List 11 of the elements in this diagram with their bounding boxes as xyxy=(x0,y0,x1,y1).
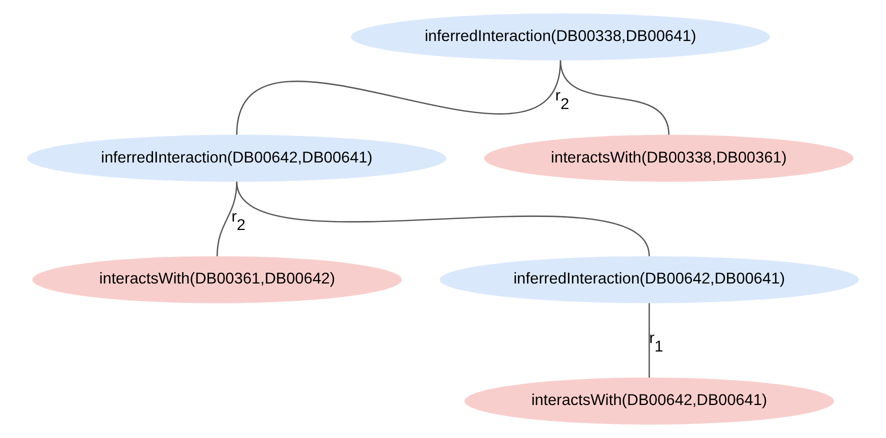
node-ellipse: inferredInteraction(DB00642,DB00641) xyxy=(440,256,859,304)
connector xyxy=(648,303,650,378)
node-ellipse: interactsWith(DB00642,DB00641) xyxy=(464,378,834,425)
connector xyxy=(560,60,670,135)
node-ellipse: interactsWith(DB00338,DB00361) xyxy=(484,134,854,182)
node-ellipse: inferredInteraction(DB00642,DB00641) xyxy=(27,134,446,182)
node-ellipse: interactsWith(DB00361,DB00642) xyxy=(32,256,402,304)
connector xyxy=(236,60,562,135)
node-ellipse: inferredInteraction(DB00338,DB00641) xyxy=(350,13,770,60)
connector xyxy=(236,182,650,256)
connector xyxy=(216,182,238,256)
